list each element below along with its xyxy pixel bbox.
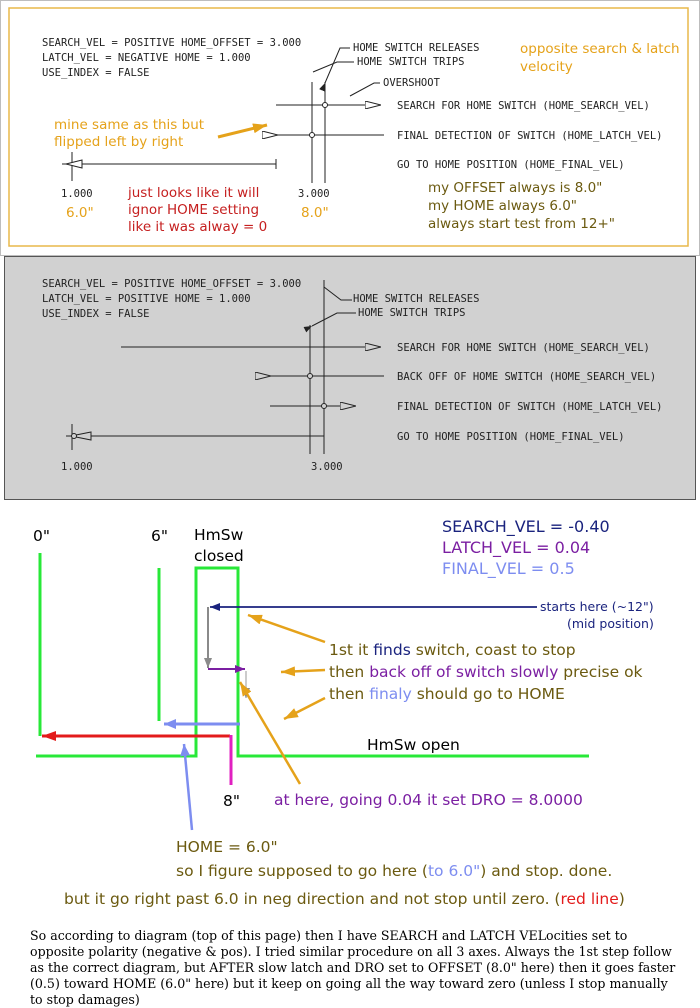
note-opposite-velocity: opposite search & latch velocity [520,41,684,75]
label-home-switch-trips: HOME SWITCH TRIPS [357,56,464,68]
pointer-step-3 [283,696,326,721]
home-arrowhead [65,159,83,169]
pointer-home [180,743,194,831]
label-overshoot: OVERSHOOT [383,77,441,89]
releases-leader [319,47,350,92]
value-8-inch: 8.0" [301,205,329,221]
tick-1-000-2: 1.000 [61,461,93,473]
step-1-text: 1st it finds switch, coast to stop [329,641,576,659]
pointer-step-1 [247,613,326,644]
note-home-6: HOME = 6.0" [176,838,278,856]
home-switch-profile [36,566,589,758]
label-home-switch-releases-2: HOME SWITCH RELEASES [353,293,479,305]
note-overrun: but it go right past 6.0 in neg directio… [64,890,625,908]
note-my-settings: my OFFSET always is 8.0" my HOME always … [428,180,615,232]
step-2-text: then back off of switch slowly precise o… [329,663,643,681]
tick-1-000: 1.000 [61,188,93,200]
panel-2-background [4,256,696,500]
note-ignor-home: just looks like it will ignor HOME setti… [127,185,267,235]
value-6-inch: 6.0" [66,205,94,221]
overshoot-leader [349,82,380,97]
mine-arrow [217,123,268,139]
starts-here-label: starts here (~12") (mid position) [540,599,658,631]
row-back-off: BACK OFF OF HOME SWITCH (HOME_SEARCH_VEL… [397,371,656,383]
backoff-trip-point [307,373,313,379]
search-release-point [322,102,328,108]
label-home-switch-releases: HOME SWITCH RELEASES [353,42,479,54]
step-3-text: then finaly should go to HOME [329,685,565,703]
row-search: SEARCH FOR HOME SWITCH (HOME_SEARCH_VEL) [397,100,650,112]
note-mine-flipped: mine same as this but flipped left by ri… [54,117,208,150]
latch-trip-point [309,132,315,138]
row-final-detection: FINAL DETECTION OF SWITCH (HOME_LATCH_VE… [397,130,663,142]
final-vel: FINAL_VEL = 0.5 [442,559,575,579]
latch-vel: LATCH_VEL = 0.04 [442,538,590,558]
panel-1: SEARCH_VEL = POSITIVE HOME_OFFSET = 3.00… [0,0,700,256]
row-go-home-2: GO TO HOME POSITION (HOME_FINAL_VEL) [397,431,625,443]
label-0-inch: 0" [33,527,50,545]
releases-leader-2 [323,286,352,301]
label-8-inch: 8" [223,792,240,810]
note-supposed: so I figure supposed to go here (to 6.0"… [176,862,612,880]
row-final-detection-2: FINAL DETECTION OF SWITCH (HOME_LATCH_VE… [397,401,663,413]
row-search-2: SEARCH FOR HOME SWITCH (HOME_SEARCH_VEL) [397,342,650,354]
panel-2: SEARCH_VEL = POSITIVE HOME_OFFSET = 3.00… [4,256,696,500]
search-vel: SEARCH_VEL = -0.40 [442,517,610,537]
note-dro-set: at here, going 0.04 it set DRO = 8.0000 [274,791,583,809]
pointer-step-2 [280,666,326,677]
panel-1-params: SEARCH_VEL = POSITIVE HOME_OFFSET = 3.00… [42,37,308,79]
hand-sketch: 0" 6" HmSw closed SEARCH_VEL = -0.40 LAT… [33,517,658,908]
home-arrowhead-2 [70,431,92,441]
pointer-dro-set [238,681,302,785]
latch-release-point [321,403,327,409]
label-6-inch: 6" [151,527,168,545]
home-point-2 [71,433,77,439]
trips-leader-2 [303,312,356,333]
tick-3-000: 3.000 [298,188,330,200]
trips-leader [312,61,354,73]
row-go-home: GO TO HOME POSITION (HOME_FINAL_VEL) [397,159,625,171]
tick-3-000-2: 3.000 [311,461,343,473]
explanation-paragraph: So according to diagram (top of this pag… [30,928,676,1007]
label-hmsw-closed: HmSw closed [194,526,248,565]
label-hmsw-open: HmSw open [367,736,460,754]
panel-2-params: SEARCH_VEL = POSITIVE HOME_OFFSET = 3.00… [42,278,308,320]
label-home-switch-trips-2: HOME SWITCH TRIPS [358,307,465,319]
